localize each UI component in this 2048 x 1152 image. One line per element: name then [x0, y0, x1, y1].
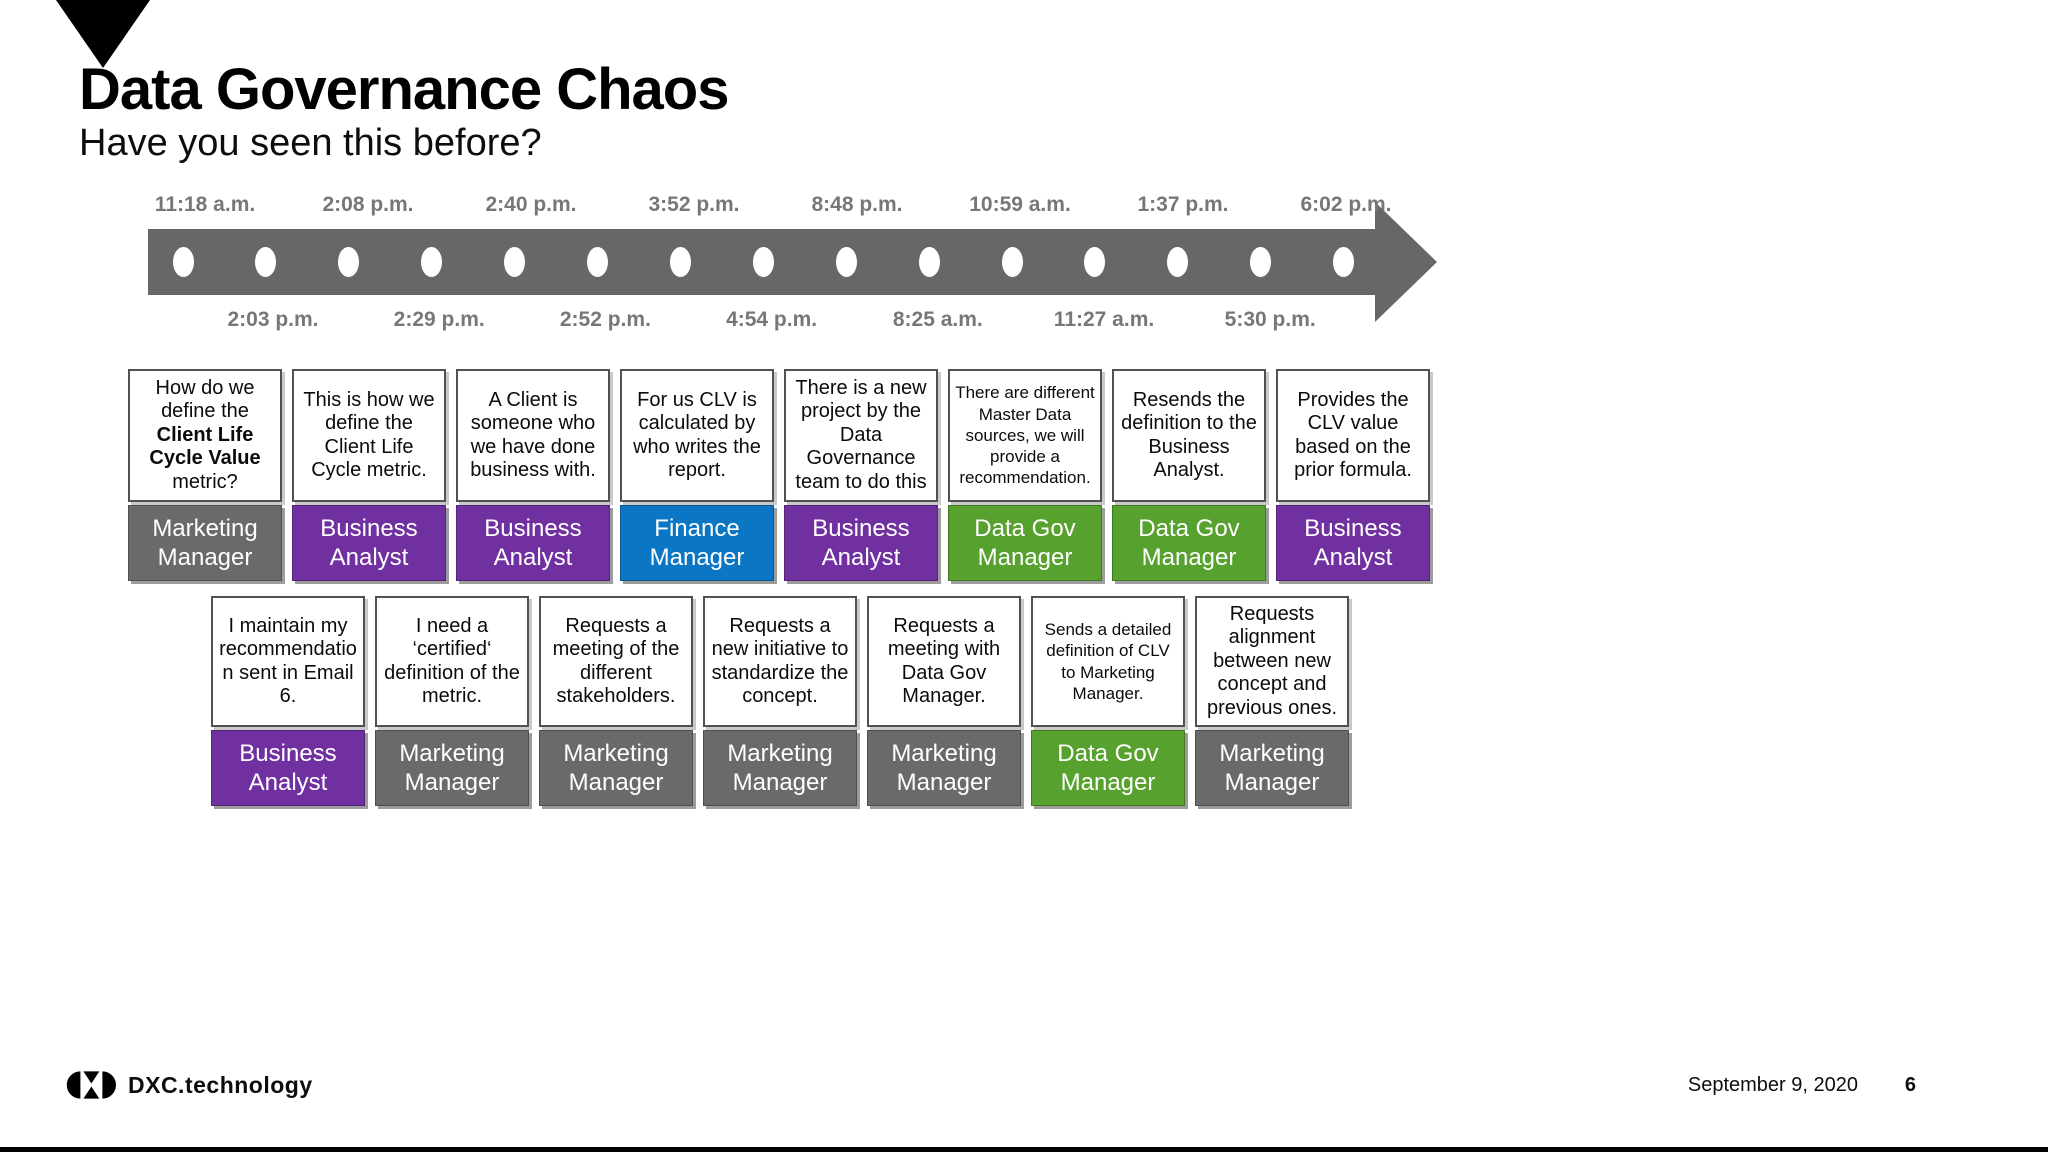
role-badge: Marketing Manager — [867, 730, 1021, 806]
footer-page-number: 6 — [1904, 1074, 1916, 1096]
footer-logo-text: DXC.technology — [128, 1071, 313, 1098]
timeline-dot — [1333, 247, 1355, 277]
event-message: I need a ‘certified‘ definition of the m… — [375, 596, 529, 727]
event-card: This is how we define the Client Life Cy… — [292, 369, 446, 581]
event-card: There is a new project by the Data Gover… — [784, 369, 938, 581]
event-message: There is a new project by the Data Gover… — [784, 369, 938, 502]
role-badge: Data Gov Manager — [948, 505, 1102, 581]
timeline-dot — [1084, 247, 1106, 277]
event-card: Requests a meeting with Data Gov Manager… — [867, 596, 1021, 806]
timeline-dot — [752, 247, 774, 277]
event-card: Requests alignment between new concept a… — [1195, 596, 1349, 806]
role-badge: Data Gov Manager — [1112, 505, 1266, 581]
timeline-time-bottom: 2:03 p.m. — [227, 308, 319, 331]
event-card: A Client is someone who we have done bus… — [456, 369, 610, 581]
timeline-time-top: 10:59 a.m. — [969, 193, 1071, 216]
timeline-dot — [1167, 247, 1189, 277]
event-message: Resends the definition to the Business A… — [1112, 369, 1266, 502]
event-card: How do we define the Client Life Cycle V… — [128, 369, 282, 581]
timeline-dot — [669, 247, 691, 277]
timeline-arrow-head-icon — [1375, 202, 1437, 322]
timeline-dot — [172, 247, 194, 277]
bottom-edge-bar — [0, 1147, 2048, 1152]
event-card: Provides the CLV value based on the prio… — [1276, 369, 1430, 581]
timeline-time-top: 8:48 p.m. — [811, 193, 903, 216]
timeline: 11:18 a.m. 2:08 p.m. 2:40 p.m. 3:52 p.m. 8:4… — [0, 0, 2048, 360]
event-message: This is how we define the Client Life Cy… — [292, 369, 446, 502]
event-message: I maintain my recommendation sent in Ema… — [211, 596, 365, 727]
role-badge: Marketing Manager — [375, 730, 529, 806]
timeline-time-top: 11:18 a.m. — [154, 193, 256, 216]
footer-date: September 9, 2020 — [1687, 1074, 1858, 1096]
event-message: Provides the CLV value based on the prio… — [1276, 369, 1430, 502]
timeline-time-top: 2:08 p.m. — [322, 193, 414, 216]
event-card: Requests a meeting of the different stak… — [539, 596, 693, 806]
timeline-dot — [1001, 247, 1023, 277]
card-row-2: I maintain my recommendation sent in Ema… — [211, 596, 1349, 806]
timeline-time-top: 2:40 p.m. — [485, 193, 577, 216]
timeline-time-top: 6:02 p.m. — [1300, 193, 1392, 216]
role-badge: Finance Manager — [620, 505, 774, 581]
timeline-time-bottom: 4:54 p.m. — [726, 308, 818, 331]
timeline-dot — [255, 247, 277, 277]
event-card: I maintain my recommendation sent in Ema… — [211, 596, 365, 806]
event-message: Sends a detailed definition of CLV to Ma… — [1031, 596, 1185, 727]
event-message: A Client is someone who we have done bus… — [456, 369, 610, 502]
event-message: There are different Master Data sources,… — [948, 369, 1102, 502]
event-card: Requests a new initiative to standardize… — [703, 596, 857, 806]
timeline-time-top: 1:37 p.m. — [1137, 193, 1229, 216]
timeline-dot — [338, 247, 360, 277]
timeline-dot — [1250, 247, 1272, 277]
slide-subtitle: Have you seen this before? — [79, 122, 542, 164]
role-badge: Business Analyst — [784, 505, 938, 581]
event-message: Requests alignment between new concept a… — [1195, 596, 1349, 727]
event-card: Sends a detailed definition of CLV to Ma… — [1031, 596, 1185, 806]
footer-logo: DXC.technology — [66, 1066, 313, 1104]
event-message: How do we define the Client Life Cycle V… — [128, 369, 282, 502]
role-badge: Data Gov Manager — [1031, 730, 1185, 806]
event-card: Resends the definition to the Business A… — [1112, 369, 1266, 581]
timeline-time-top: 3:52 p.m. — [648, 193, 740, 216]
timeline-dot — [587, 247, 608, 277]
role-badge: Marketing Manager — [539, 730, 693, 806]
role-badge: Marketing Manager — [1195, 730, 1349, 806]
event-card: I need a ‘certified‘ definition of the m… — [375, 596, 529, 806]
timeline-time-bottom: 2:29 p.m. — [393, 308, 485, 331]
event-message: For us CLV is calculated by who writes t… — [620, 369, 774, 502]
role-badge: Business Analyst — [1276, 505, 1430, 581]
timeline-time-bottom: 8:25 a.m. — [892, 308, 983, 331]
role-badge: Business Analyst — [211, 730, 365, 806]
timeline-dot — [421, 247, 443, 277]
role-badge: Marketing Manager — [128, 505, 282, 581]
role-badge: Business Analyst — [292, 505, 446, 581]
timeline-dot — [835, 247, 857, 277]
timeline-dot — [504, 247, 526, 277]
event-message: Requests a meeting of the different stak… — [539, 596, 693, 727]
event-card: There are different Master Data sources,… — [948, 369, 1102, 581]
timeline-dot — [918, 247, 940, 277]
dxc-logo-icon — [66, 1071, 116, 1099]
timeline-time-bottom: 2:52 p.m. — [559, 308, 651, 331]
slide-title: Data Governance Chaos — [79, 57, 729, 122]
event-message: Requests a meeting with Data Gov Manager… — [867, 596, 1021, 727]
role-badge: Marketing Manager — [703, 730, 857, 806]
timeline-time-bottom: 11:27 a.m. — [1053, 308, 1155, 331]
timeline-time-bottom: 5:30 p.m. — [1224, 308, 1316, 331]
card-row-1: How do we define the Client Life Cycle V… — [128, 369, 1430, 581]
event-card: For us CLV is calculated by who writes t… — [620, 369, 774, 581]
role-badge: Business Analyst — [456, 505, 610, 581]
event-message: Requests a new initiative to standardize… — [703, 596, 857, 727]
